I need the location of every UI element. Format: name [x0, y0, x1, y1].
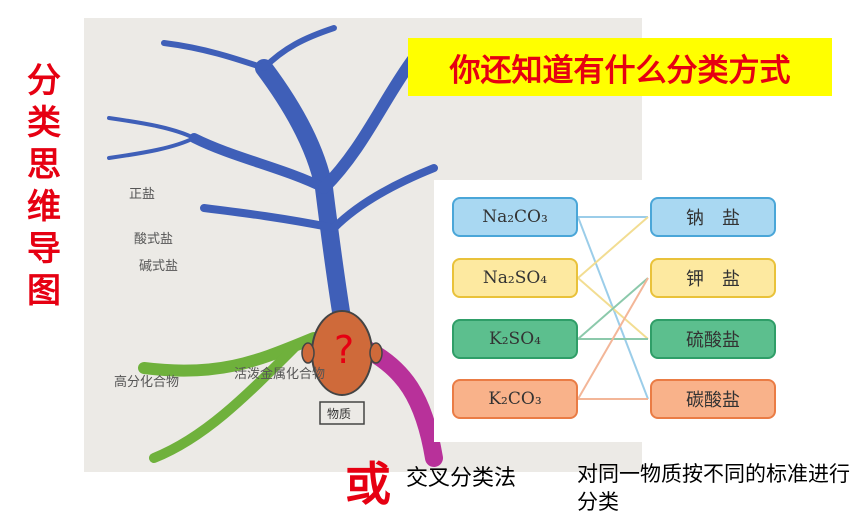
compound-box: K₂SO₄	[452, 319, 578, 359]
compound-box: K₂CO₃	[452, 379, 578, 419]
side-title-char: 类	[27, 103, 61, 143]
connector-line	[577, 277, 649, 400]
salt-type-box: 钠 盐	[650, 197, 776, 237]
question-mark: ?	[334, 328, 354, 372]
side-title-char: 维	[27, 187, 61, 227]
banner-question: 你还知道有什么分类方式	[408, 38, 832, 96]
or-label: 或	[345, 457, 391, 511]
salt-type-box: 钾 盐	[650, 258, 776, 298]
side-title-char: 导	[27, 229, 61, 269]
side-title-char: 分	[27, 61, 61, 101]
compound-box: Na₂CO₃	[452, 197, 578, 237]
branch-label: 碱式盐	[139, 259, 178, 274]
mind-map-drawing: ? 物质 正盐 酸式盐 碱式盐 高分化合物 活泼金属化合物	[107, 25, 443, 467]
connector-lines	[577, 216, 649, 400]
compound-box: Na₂SO₄	[452, 258, 578, 298]
side-title-char: 思	[27, 145, 61, 185]
side-title: 分 类 思 维 导 图	[22, 60, 66, 312]
name-plate: 物质	[327, 407, 351, 421]
connector-line	[577, 277, 649, 340]
cross-classification-diagram: Na₂CO₃ Na₂SO₄ K₂SO₄ K₂CO₃ 钠 盐 钾 盐 硫酸盐 碳酸…	[434, 180, 844, 442]
salt-type-box: 碳酸盐	[650, 379, 776, 419]
branch-label: 活泼金属化合物	[234, 366, 325, 382]
branch-label: 酸式盐	[134, 232, 173, 247]
branch-label: 正盐	[129, 187, 155, 202]
method-name: 交叉分类法	[406, 466, 517, 491]
salt-type-box: 硫酸盐	[650, 319, 776, 359]
branch-label: 高分化合物	[114, 374, 179, 390]
side-title-char: 图	[27, 271, 61, 311]
method-description: 对同一物质按不同的标准进行分类	[577, 462, 850, 514]
connector-line	[577, 216, 649, 279]
